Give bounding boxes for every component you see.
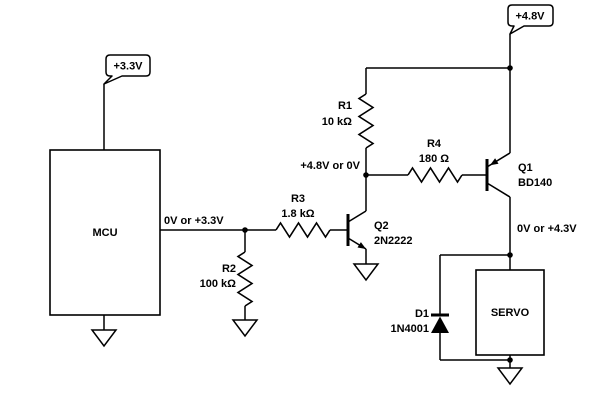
net-label-level-shift: +4.8V or 0V [300,160,360,172]
vcc-3v3-label: +3.3V [113,61,143,73]
resistor-r3 [275,221,331,239]
vcc-4v8-label: +4.8V [515,11,545,23]
r1-ref: R1 [338,100,352,112]
junction-dot [507,357,513,363]
ground-symbol-servo [496,367,524,386]
d1-value: 1N4001 [390,323,429,335]
q2-emitter-arrow [357,242,366,249]
q1-value: BD140 [518,177,552,189]
resistor-r1 [357,93,375,149]
junction-dot [363,172,369,178]
transistor-q2 [346,210,367,250]
junction-dot [507,252,513,258]
junction-dot [507,65,513,71]
q2-ref: Q2 [374,220,389,232]
d1-ref: D1 [415,308,429,320]
q1-collector [486,182,511,198]
q2-value: 2N2222 [374,235,413,247]
mcu-label: MCU [92,227,117,239]
r3-ref: R3 [291,193,305,205]
r4-ref: R4 [427,138,442,150]
ground-symbol-mcu [90,329,118,348]
servo-label: SERVO [491,307,530,319]
resistor-r2 [236,251,254,307]
mcu-box [49,149,161,316]
r2-ref: R2 [222,263,236,275]
r1-value: 10 kΩ [322,116,352,128]
junction-dot [242,227,248,233]
q2-collector [347,210,367,223]
ground-symbol-r2 [231,319,259,338]
net-label-servo-drive: 0V or +4.3V [517,223,577,235]
q1-emitter-arrow [490,158,499,166]
d1-anode-triangle [431,316,449,333]
q1-ref: Q1 [518,162,533,174]
diode-d1 [431,313,449,333]
vcc-4v8-callout [507,4,554,35]
net-label-mcu-output: 0V or +3.3V [164,215,224,227]
r4-value: 180 Ω [419,153,449,165]
r2-value: 100 kΩ [200,278,237,290]
servo-box [475,269,545,356]
resistor-r4 [407,166,463,184]
transistor-q1 [485,152,511,198]
r3-value: 1.8 kΩ [281,208,314,220]
vcc-3v3-callout [103,54,151,85]
ground-symbol-q2 [352,263,380,282]
